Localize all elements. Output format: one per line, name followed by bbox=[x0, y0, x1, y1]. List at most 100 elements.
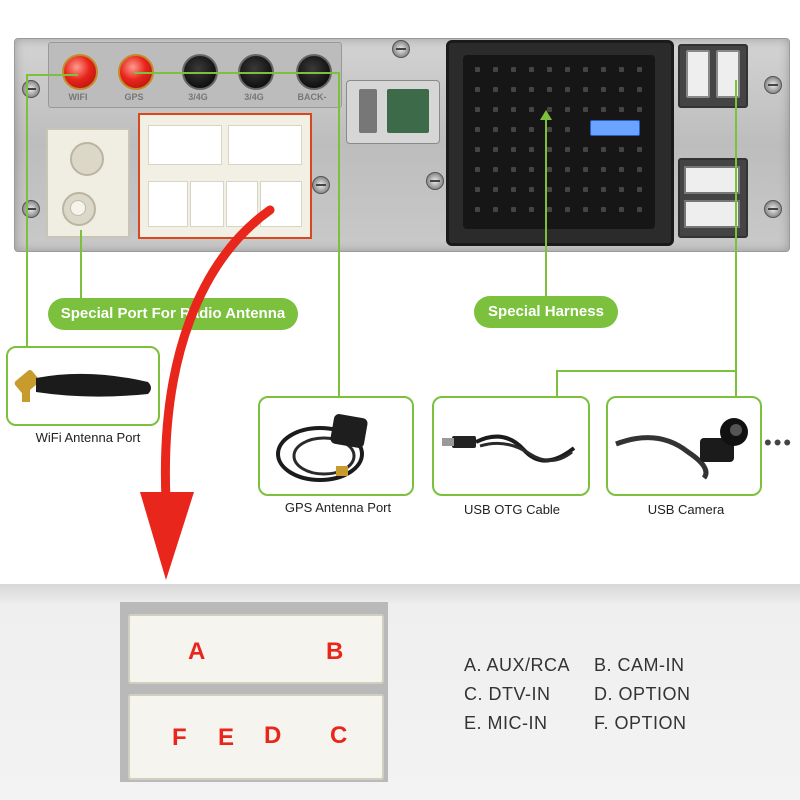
harness-pin bbox=[619, 187, 624, 192]
harness-pin bbox=[547, 67, 552, 72]
legend-item: F. OPTION bbox=[594, 713, 687, 733]
harness-pin bbox=[637, 167, 642, 172]
harness-pin bbox=[601, 147, 606, 152]
gps-antenna-icon bbox=[276, 414, 368, 482]
legend-item: E. MIC-IN bbox=[464, 713, 548, 733]
harness-pin bbox=[511, 207, 516, 212]
jack-label: GPS bbox=[124, 92, 144, 102]
usb-cable-icon bbox=[442, 434, 576, 463]
harness-pin bbox=[529, 147, 534, 152]
camera-icon bbox=[615, 418, 748, 480]
harness-pin bbox=[601, 107, 606, 112]
harness-pin bbox=[583, 167, 588, 172]
harness-pin bbox=[511, 127, 516, 132]
harness-connector-block bbox=[138, 113, 312, 239]
fuse-icon bbox=[590, 120, 640, 136]
harness-pin bbox=[511, 67, 516, 72]
harness-pin bbox=[547, 207, 552, 212]
harness-pin bbox=[547, 87, 552, 92]
screw-icon bbox=[426, 172, 444, 190]
harness-pin bbox=[493, 67, 498, 72]
harness-pin bbox=[583, 107, 588, 112]
harness-pin bbox=[637, 207, 642, 212]
leader-line bbox=[556, 370, 737, 372]
red-arrow-icon bbox=[140, 205, 275, 580]
harness-pin bbox=[529, 187, 534, 192]
gps-antenna-box bbox=[258, 396, 414, 496]
leader-line bbox=[26, 74, 78, 76]
arrow-up-icon bbox=[540, 110, 552, 120]
usb-otg-caption: USB OTG Cable bbox=[463, 502, 561, 517]
wifi-antenna-box bbox=[6, 346, 160, 426]
harness-pin bbox=[493, 187, 498, 192]
jack-label: 3/4G bbox=[188, 92, 208, 102]
more-accessories-indicator: ••• bbox=[764, 430, 794, 455]
gps-antenna-caption: GPS Antenna Port bbox=[284, 500, 392, 515]
screw-icon bbox=[764, 200, 782, 218]
harness-callout: Special Harness bbox=[474, 296, 618, 328]
connector-plug-ab bbox=[128, 614, 384, 684]
screw-icon bbox=[22, 200, 40, 218]
radio-antenna-callout: Special Port For Radio Antenna bbox=[48, 298, 298, 330]
harness-pin bbox=[619, 147, 624, 152]
usb-port-icon bbox=[686, 50, 710, 98]
harness-pin bbox=[565, 207, 570, 212]
harness-pin bbox=[475, 127, 480, 132]
usb-port-icon bbox=[684, 166, 740, 194]
harness-pin bbox=[565, 107, 570, 112]
main-harness-connector bbox=[446, 40, 674, 246]
harness-pin bbox=[493, 147, 498, 152]
harness-pin bbox=[601, 167, 606, 172]
harness-pin bbox=[565, 87, 570, 92]
harness-pin bbox=[619, 67, 624, 72]
harness-pin bbox=[601, 187, 606, 192]
harness-pin bbox=[583, 207, 588, 212]
harness-pin bbox=[583, 187, 588, 192]
screw-icon bbox=[764, 76, 782, 94]
harness-pin bbox=[619, 87, 624, 92]
harness-pin bbox=[475, 107, 480, 112]
harness-pin bbox=[493, 207, 498, 212]
harness-pin bbox=[475, 147, 480, 152]
harness-pin bbox=[565, 187, 570, 192]
harness-pin bbox=[511, 187, 516, 192]
legend-item: C. DTV-IN bbox=[464, 684, 551, 704]
usb-camera-box bbox=[606, 396, 762, 496]
screw-icon bbox=[312, 176, 330, 194]
leader-line bbox=[134, 72, 340, 74]
harness-pin bbox=[583, 147, 588, 152]
harness-pin bbox=[493, 107, 498, 112]
leader-line bbox=[338, 72, 340, 398]
harness-pin bbox=[475, 87, 480, 92]
connector-photo: A B F E D C bbox=[120, 602, 388, 782]
harness-pin bbox=[475, 207, 480, 212]
harness-pin bbox=[637, 187, 642, 192]
wifi-jack-icon bbox=[62, 54, 98, 90]
harness-pin bbox=[619, 167, 624, 172]
connector-letter-c: C bbox=[330, 722, 348, 749]
harness-pin bbox=[547, 187, 552, 192]
harness-pin bbox=[619, 107, 624, 112]
harness-pin bbox=[529, 107, 534, 112]
radio-antenna-port bbox=[46, 128, 130, 238]
harness-pin bbox=[583, 67, 588, 72]
connector-letter-b: B bbox=[326, 638, 344, 665]
harness-pin bbox=[583, 87, 588, 92]
leader-line bbox=[735, 80, 737, 398]
harness-pin bbox=[493, 167, 498, 172]
harness-pin bbox=[511, 107, 516, 112]
jack-label: 3/4G bbox=[244, 92, 264, 102]
usb-otg-box bbox=[432, 396, 590, 496]
harness-pin bbox=[601, 67, 606, 72]
harness-pin bbox=[547, 107, 552, 112]
harness-pin bbox=[637, 67, 642, 72]
harness-pin bbox=[547, 127, 552, 132]
screw-icon bbox=[22, 80, 40, 98]
wifi-antenna-caption: WiFi Antenna Port bbox=[35, 430, 141, 445]
connector-letter-f: F bbox=[172, 724, 187, 751]
harness-pin bbox=[493, 127, 498, 132]
harness-pin bbox=[601, 207, 606, 212]
jack-label: BACK- bbox=[297, 92, 327, 102]
harness-pin bbox=[637, 87, 642, 92]
harness-pin bbox=[547, 167, 552, 172]
